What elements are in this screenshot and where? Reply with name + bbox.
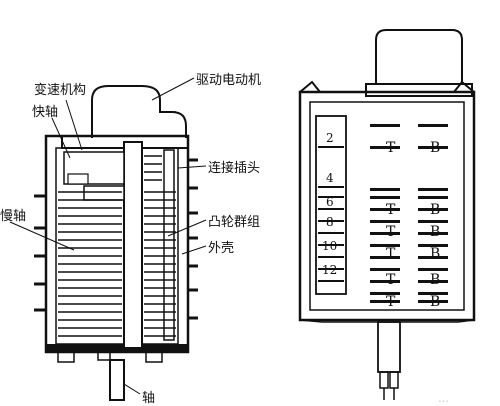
left-pins	[34, 194, 46, 312]
rail-tick	[318, 244, 344, 246]
slot-bar	[370, 280, 400, 283]
slot-bar	[370, 188, 400, 191]
slot-bar	[418, 196, 448, 199]
connector-pins	[188, 158, 198, 320]
cam-disc-lines	[58, 155, 176, 337]
slot-bar	[418, 146, 448, 149]
slot-bar	[370, 300, 400, 303]
label-housing: 外壳	[208, 241, 234, 256]
foot-right	[145, 351, 163, 363]
rail-tick	[318, 256, 344, 258]
slot-bar	[418, 292, 448, 295]
letter-b: B	[430, 246, 440, 262]
label-cam-group: 凸轮群组	[208, 215, 260, 230]
gear-mechanism	[63, 151, 125, 185]
watermark-text: …	[438, 392, 449, 405]
letter-t: T	[386, 224, 396, 240]
slot-bar	[418, 188, 448, 191]
output-shaft	[109, 359, 125, 401]
foot-mid	[97, 351, 111, 361]
letter-b: B	[430, 224, 440, 240]
slot-bar	[370, 256, 400, 259]
rail-tick	[318, 196, 344, 198]
slot-bar	[418, 124, 448, 127]
foot-left	[57, 351, 75, 363]
right-housing-inner	[309, 101, 465, 311]
right-output-shaft	[377, 321, 401, 373]
slot-bar	[370, 220, 400, 223]
label-gear-mechanism: 变速机构	[34, 82, 86, 98]
letter-t: T	[386, 202, 396, 218]
slot-bar	[418, 208, 448, 211]
letter-b: B	[430, 294, 440, 310]
slot-bar	[418, 244, 448, 247]
slot-bar	[370, 244, 400, 247]
label-shaft: 轴	[142, 391, 155, 406]
letter-t: T	[386, 294, 396, 310]
slot-bar	[418, 256, 448, 259]
base-rail	[46, 344, 188, 352]
label-connector-plug: 连接插头	[208, 160, 260, 176]
right-motor-body	[375, 29, 463, 84]
fast-shaft	[163, 149, 175, 341]
number-8: 8	[326, 215, 334, 229]
slot-bar	[418, 232, 448, 235]
slot-bar	[370, 146, 400, 149]
letter-b: B	[430, 202, 440, 218]
right-figure	[298, 29, 476, 400]
slot-bar	[370, 268, 400, 271]
letter-b: B	[430, 140, 440, 156]
slot-bar	[418, 220, 448, 223]
slot-bars	[318, 124, 448, 303]
slow-shaft	[123, 141, 143, 349]
number-4: 4	[326, 171, 334, 185]
slot-bar	[370, 196, 400, 199]
slot-bar	[418, 280, 448, 283]
label-drive-motor: 驱动电动机	[196, 73, 261, 88]
slot-bar	[370, 292, 400, 295]
slot-bar	[418, 268, 448, 271]
drive-motor-body	[91, 85, 187, 138]
rail-tick	[318, 208, 344, 210]
rail-tick	[318, 186, 344, 188]
slot-bar	[370, 232, 400, 235]
slot-bar	[418, 300, 448, 303]
number-12: 12	[322, 263, 337, 277]
slot-bar	[370, 208, 400, 211]
number-6: 6	[326, 195, 334, 209]
rail-tick	[318, 220, 344, 222]
right-housing-outer	[298, 90, 476, 322]
rail-tick	[318, 268, 344, 270]
tb-letters: T B T B T B T B T B T B	[386, 140, 440, 310]
letter-b: B	[430, 272, 440, 288]
label-slow-shaft: 慢轴	[0, 208, 26, 224]
number-10: 10	[322, 239, 337, 253]
rail-tick	[318, 146, 344, 148]
letter-t: T	[386, 140, 396, 156]
rail-tick	[318, 232, 344, 234]
slot-bar	[370, 124, 400, 127]
number-2: 2	[326, 131, 334, 145]
left-figure	[44, 85, 190, 401]
rail-tick	[318, 280, 344, 282]
letter-t: T	[386, 272, 396, 288]
number-rail	[315, 115, 347, 295]
leader-lines	[9, 77, 207, 395]
letter-t: T	[386, 246, 396, 262]
label-fast-shaft: 快轴	[32, 105, 58, 120]
